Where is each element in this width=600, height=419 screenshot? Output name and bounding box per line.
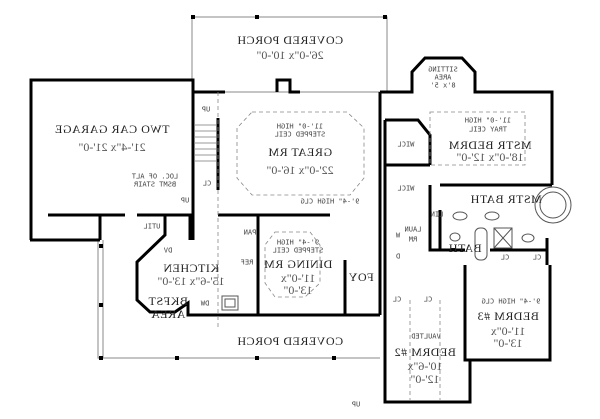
closet-label-b3a: CL <box>500 253 510 262</box>
master-ceiling-2: TRAY CEIL <box>469 125 507 134</box>
laundry-line1: LAUN <box>404 225 422 234</box>
laundry-line2: RM <box>408 235 418 244</box>
front-porch-size: 26'-0"x 10'-0" <box>256 48 324 62</box>
washer-label: W <box>395 231 401 240</box>
bedroom3-label: BEDRM #3 <box>477 309 539 323</box>
great-room-ceiling-1: 11'-0" HIGH <box>276 122 324 131</box>
dining-size2: 13'-0" <box>283 283 313 297</box>
rear-porch-label: COVERED PORCH <box>236 334 344 348</box>
kitchen-label: KITCHEN <box>162 261 220 275</box>
sitting-line1: SITTING <box>428 65 458 74</box>
alt-stair-line1: LOC. OF ALT <box>131 172 179 181</box>
pantry-label: PAN <box>243 228 257 237</box>
bedroom2-label: BEDRM #2 <box>394 345 456 359</box>
entry-up-label: UP <box>351 400 361 409</box>
refrigerator-label: REF <box>240 258 254 267</box>
hall-ceiling-label: 9'-4" HIGH CLG <box>300 197 360 206</box>
bedroom2-size1: 10'-6"x <box>407 359 443 373</box>
front-porch-label: COVERED PORCH <box>236 33 344 47</box>
dining-ceiling-1: 9'-4" HIGH <box>276 238 320 247</box>
stair-up-label-2: UP <box>180 196 190 205</box>
porch-posts <box>99 15 387 360</box>
garage-label: TWO CAR GARAGE <box>54 122 170 136</box>
dining-room-label: DINING RM <box>263 257 333 271</box>
dining-ceiling-2: STEPPED CEIL <box>272 246 324 255</box>
sitting-size: 8'x 5' <box>430 81 456 90</box>
kitchen-size: 15'-6"x 13'-0" <box>157 274 225 288</box>
linen-label: LIN <box>430 210 444 219</box>
great-room-size: 22'-0"x 16'-0" <box>266 163 334 177</box>
fixtures <box>221 186 572 311</box>
closet-label-b2: CL <box>423 295 433 304</box>
exterior-walls <box>29 56 554 404</box>
stair-closet-label: CL <box>202 179 212 188</box>
closet-label-hall: CL <box>392 295 402 304</box>
stair-treads <box>195 124 217 162</box>
master-ceiling-1: 11'-0" HIGH <box>464 116 512 125</box>
dryer-label: D <box>395 252 401 261</box>
bath-label: BATH <box>448 241 482 255</box>
sitting-line2: AREA <box>434 73 452 82</box>
garage-size: 21'-4"x 21'-0" <box>78 140 146 154</box>
dv-label: DV <box>163 246 173 255</box>
alt-stair-line2: BSMT STAIR <box>133 180 177 189</box>
great-room-ceiling-2: STEPPED CEIL <box>274 130 326 139</box>
breakfast-line2: AREA <box>150 307 186 321</box>
bedroom2-size2: 12'-0" <box>410 372 440 386</box>
closet-label-b3b: CL <box>532 253 542 262</box>
great-room-label: GREAT RM <box>267 145 333 159</box>
bedroom3-size2: 13'-0" <box>493 336 523 350</box>
foyer-label: FOY <box>348 270 374 284</box>
master-bath-label: MSTR BATH <box>470 192 542 206</box>
dishwasher-label: DW <box>200 299 210 308</box>
stair-up-label: UP <box>201 105 211 114</box>
utility-label: UTIL <box>143 222 161 231</box>
master-bedroom-size: 18'-0"x 12'-0" <box>456 150 524 164</box>
wicl-label-2: WICL <box>397 184 415 193</box>
wicl-label-1: WICL <box>397 140 415 149</box>
bedroom3-ceiling: 9'-4" HIGH CLG <box>481 297 541 306</box>
ceiling-outlines <box>217 92 526 400</box>
bedroom2-ceiling: VAULTED <box>411 332 441 341</box>
breakfast-line1: BKFST <box>148 294 188 308</box>
